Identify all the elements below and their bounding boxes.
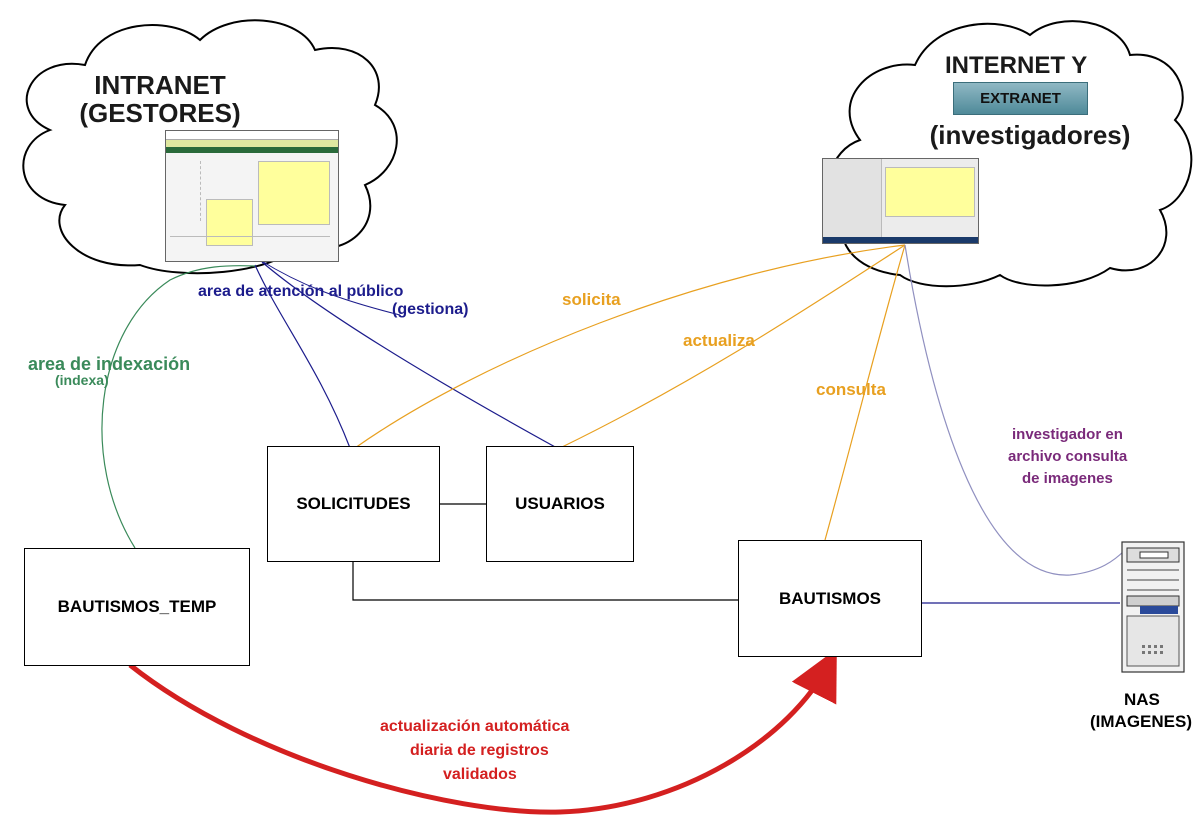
nas-title: NAS [1124,690,1160,709]
server-icon [1121,541,1185,673]
solicita-label: solicita [562,290,621,309]
actualiza-line [559,244,906,449]
auto-update-label-1: actualización automática [380,718,570,735]
nas-subtitle: (IMAGENES) [1090,712,1192,731]
atencion-line-solicitudes [254,264,351,449]
intranet-title: INTRANET [94,70,226,100]
extranet-chip: EXTRANET [953,82,1088,115]
atencion-label: area de atención al público [198,283,404,300]
bautismos-temp-table: BAUTISMOS_TEMP [24,548,250,666]
indexa-label: (indexa) [55,372,109,388]
indexacion-label: area de indexación [28,354,191,374]
internet-title: INTERNET Y [945,52,1088,79]
usuarios-table: USUARIOS [486,446,634,562]
investigador-line [904,244,1126,576]
extranet-screenshot-thumbnail [822,158,979,244]
investigador-label-2: archivo consulta [1008,448,1128,465]
investigador-label-1: investigador en [1012,426,1123,443]
consulta-line [824,244,906,541]
internet-subtitle: (investigadores) [929,120,1131,150]
auto-update-label-2: diaria de registros [410,742,549,759]
atencion-line-usuarios [261,261,558,449]
indexacion-line [101,265,256,549]
auto-update-arrow [128,648,837,815]
actualiza-label: actualiza [683,331,755,350]
intranet-screenshot-thumbnail [165,130,339,262]
bautismos-table: BAUTISMOS [738,540,922,657]
solicitudes-bautismos-link [352,562,738,601]
atencion-line-extra [259,259,401,316]
investigador-label-3: de imagenes [1022,470,1113,487]
consulta-label: consulta [816,380,886,399]
gestiona-label: (gestiona) [392,301,469,318]
solicita-line [354,244,906,449]
solicitudes-table: SOLICITUDES [267,446,440,562]
auto-update-label-3: validados [443,766,517,783]
intranet-subtitle: (GESTORES) [79,98,241,128]
